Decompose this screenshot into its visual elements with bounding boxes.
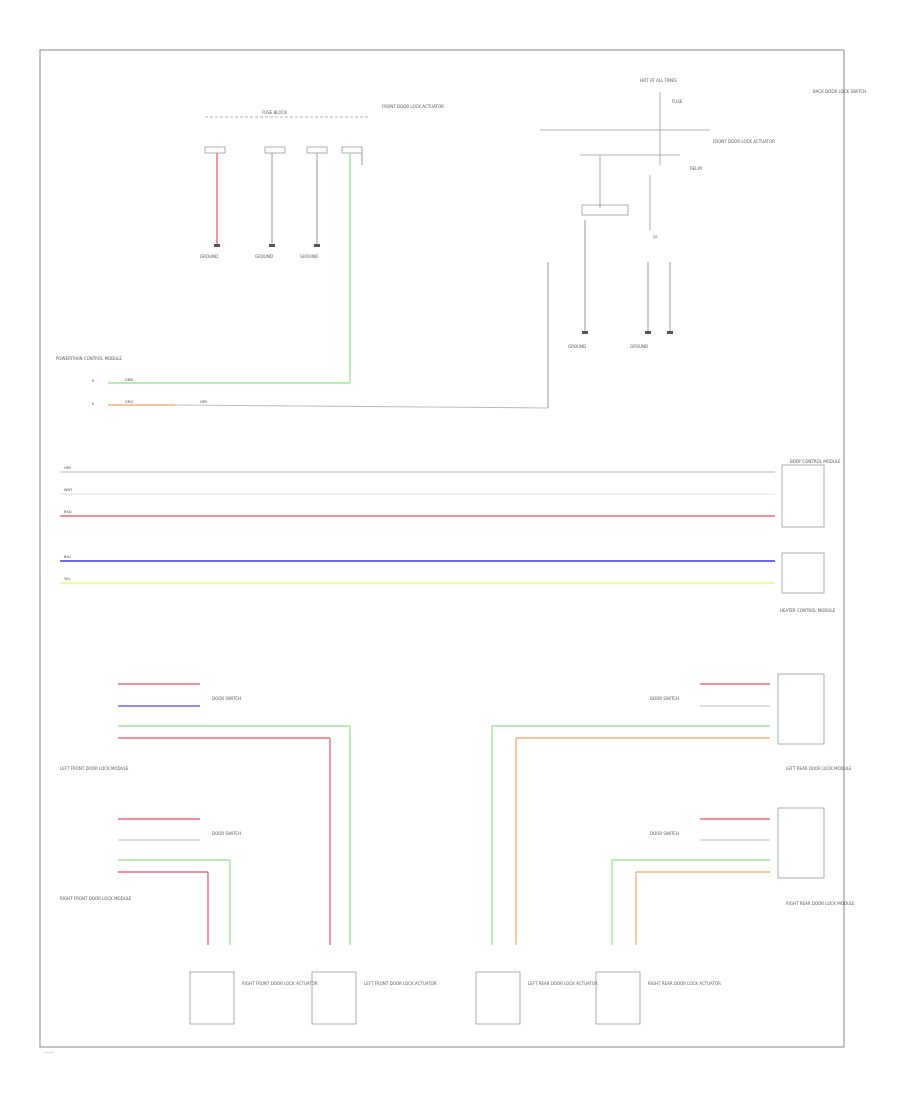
ground-icon xyxy=(314,244,320,247)
svg-text:RED: RED xyxy=(64,510,72,514)
svg-text:DOOR SWITCH: DOOR SWITCH xyxy=(650,696,679,701)
bcm-box xyxy=(781,464,825,528)
diagram-frame xyxy=(39,49,845,1048)
svg-text:LEFT REAR DOOR LOCK ACTUATOR: LEFT REAR DOOR LOCK ACTUATOR xyxy=(528,981,598,986)
svg-text:GROUND: GROUND xyxy=(568,344,586,349)
svg-text:HEATER CONTROL MODULE: HEATER CONTROL MODULE xyxy=(780,608,836,613)
page-tag: ——— xyxy=(44,1050,55,1054)
svg-text:GROUND: GROUND xyxy=(630,344,648,349)
svg-text:LEFT FRONT DOOR LOCK MODULE: LEFT FRONT DOOR LOCK MODULE xyxy=(60,766,129,771)
svg-text:POWERTRAIN CONTROL MODULE: POWERTRAIN CONTROL MODULE xyxy=(56,356,122,361)
actuator-rr: RIGHT REAR DOOR LOCK ACTUATOR xyxy=(595,971,721,1025)
svg-text:RIGHT REAR DOOR LOCK MODULE: RIGHT REAR DOOR LOCK MODULE xyxy=(786,901,855,906)
svg-text:DOOR SWITCH: DOOR SWITCH xyxy=(212,696,241,701)
right-front-module: DOOR SWITCH RIGHT FRONT DOOR LOCK MODULE xyxy=(60,818,241,945)
svg-text:B: B xyxy=(92,402,95,406)
svg-text:GRN: GRN xyxy=(125,378,133,382)
svg-text:RELAY: RELAY xyxy=(690,166,703,171)
hcm-box xyxy=(781,552,825,594)
svg-text:DOOR SWITCH: DOOR SWITCH xyxy=(650,831,679,836)
pcm-connector: POWERTRAIN CONTROL MODULE B B GRN ORG GR… xyxy=(56,356,549,409)
ground-icon xyxy=(269,244,275,247)
svg-text:GROUND: GROUND xyxy=(300,254,318,259)
svg-text:WHT: WHT xyxy=(64,488,73,492)
svg-text:LEFT FRONT DOOR LOCK ACTUATOR: LEFT FRONT DOOR LOCK ACTUATOR xyxy=(364,981,437,986)
ground-icon xyxy=(582,331,588,334)
svg-text:FRONT DOOR LOCK ACTUATOR: FRONT DOOR LOCK ACTUATOR xyxy=(713,139,775,144)
svg-text:BODY CONTROL MODULE: BODY CONTROL MODULE xyxy=(790,459,841,464)
svg-text:RIGHT REAR DOOR LOCK ACTUATOR: RIGHT REAR DOOR LOCK ACTUATOR xyxy=(648,981,721,986)
ground-icon xyxy=(214,244,220,247)
left-rear-module: DOOR SWITCH LEFT REAR DOOR LOCK MODULE xyxy=(491,673,852,945)
svg-text:B: B xyxy=(92,379,95,383)
junction-box xyxy=(581,204,629,216)
left-front-module: DOOR SWITCH LEFT FRONT DOOR LOCK MODULE xyxy=(60,683,351,945)
svg-text:J/B: J/B xyxy=(652,235,658,239)
svg-text:GRY: GRY xyxy=(200,400,208,404)
corner-label: BACK DOOR LOCK SWITCH xyxy=(813,89,866,94)
svg-text:BLU: BLU xyxy=(64,555,71,559)
hot-label: HOT AT ALL TIMES xyxy=(640,78,677,83)
right-rear-module: DOOR SWITCH RIGHT REAR DOOR LOCK MODULE xyxy=(611,807,855,945)
fuse-block-label: FUSE BLOCK xyxy=(262,110,287,115)
ground-icon xyxy=(645,331,651,334)
svg-text:RIGHT FRONT DOOR LOCK ACTUATOR: RIGHT FRONT DOOR LOCK ACTUATOR xyxy=(242,981,318,986)
top-right-relay-group: HOT AT ALL TIMES BACK DOOR LOCK SWITCH F… xyxy=(540,78,866,408)
top-left-fuse-group: FUSE BLOCK FRONT DOOR LOCK ACTUATOR GROU… xyxy=(200,104,444,383)
bus-group-1: GRY WHT RED BODY CONTROL MODULE xyxy=(60,459,841,528)
actuator-lf: LEFT FRONT DOOR LOCK ACTUATOR xyxy=(311,971,437,1025)
svg-text:LEFT REAR DOOR LOCK MODULE: LEFT REAR DOOR LOCK MODULE xyxy=(786,766,852,771)
actuator-rf: RIGHT FRONT DOOR LOCK ACTUATOR xyxy=(189,971,318,1025)
svg-text:YEL: YEL xyxy=(64,577,70,581)
actuator-lr: LEFT REAR DOOR LOCK ACTUATOR xyxy=(475,971,598,1025)
svg-text:GRY: GRY xyxy=(64,466,72,470)
svg-text:RIGHT FRONT DOOR LOCK MODULE: RIGHT FRONT DOOR LOCK MODULE xyxy=(60,896,132,901)
ground-icon xyxy=(667,331,673,334)
svg-text:GROUND: GROUND xyxy=(200,254,218,259)
top-right-box-label: FRONT DOOR LOCK ACTUATOR xyxy=(382,104,444,109)
bus-group-2: BLU YEL HEATER CONTROL MODULE xyxy=(60,552,836,613)
svg-text:FUSE: FUSE xyxy=(672,99,683,104)
svg-text:GROUND: GROUND xyxy=(255,254,273,259)
svg-text:DOOR SWITCH: DOOR SWITCH xyxy=(212,831,241,836)
svg-text:ORG: ORG xyxy=(125,400,133,404)
